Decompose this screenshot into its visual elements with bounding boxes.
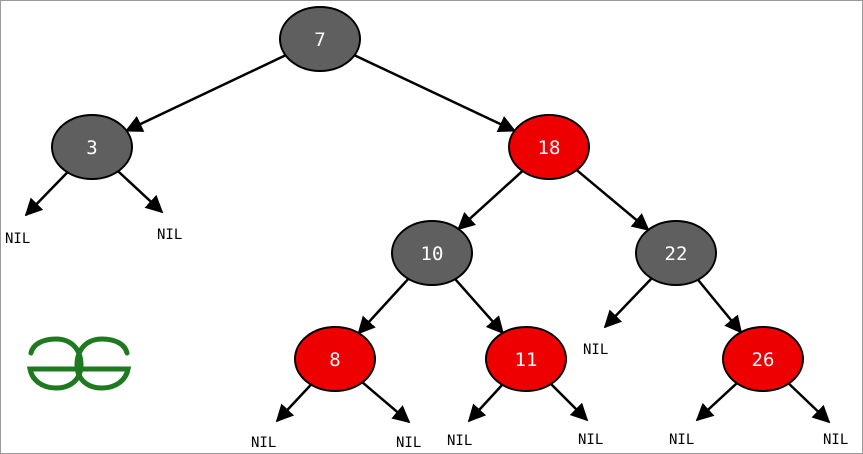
tree-node-3: 3 [51,114,133,180]
nil-leaves: NIL NIL NIL NIL NIL NIL NIL NIL NIL [5,227,848,451]
edge-n8-to-nil-8-right [361,381,411,424]
node-circle-red [485,326,567,392]
nil-3-left: NIL [5,231,30,247]
nil-8-left: NIL [251,435,276,451]
edge-n18-to-n22 [575,169,650,232]
edge-n22-to-nil-22-left [603,277,653,329]
node-key-label: 8 [329,349,340,371]
tree-node-18: 18 [508,114,590,180]
logo-icon [27,336,131,391]
nil-11-right: NIL [578,432,603,448]
edge-n7-to-n3 [124,54,287,132]
nodes: 7 3 18 10 22 8 11 26 [51,6,804,392]
edge-n11-to-nil-11-left [467,383,504,423]
nil-26-right: NIL [823,432,848,448]
tree-node-26: 26 [722,326,804,392]
edge-n3-to-nil-3-right [117,170,164,214]
edge-n26-to-nil-26-left [695,382,738,422]
edge-n11-to-nil-11-right [550,383,589,422]
edge-n8-to-nil-8-left [275,383,312,423]
tree-node-22: 22 [635,220,717,286]
node-key-label: 26 [752,349,775,371]
node-circle-black [279,6,361,72]
nil-3-right: NIL [157,227,182,243]
nil-26-left: NIL [669,432,694,448]
node-key-label: 11 [515,349,538,371]
edge-n22-to-n26 [696,278,743,334]
node-key-label: 7 [314,29,325,51]
node-circle-red [722,326,804,392]
node-circle-red [508,114,590,180]
node-circle-black [51,114,133,180]
edge-n26-to-nil-26-right [787,382,831,424]
edge-n3-to-nil-3-left [24,171,69,217]
node-circle-red [294,326,376,392]
edge-n10-to-n11 [454,278,505,335]
nil-8-right: NIL [396,435,421,451]
tree-node-11: 11 [485,326,567,392]
nil-11-left: NIL [447,433,472,449]
node-circle-black [391,220,473,286]
edges [24,54,831,424]
edge-n7-to-n18 [353,54,517,132]
node-key-label: 18 [538,137,561,159]
node-circle-black [635,220,717,286]
nil-22-left: NIL [583,342,608,358]
geeksforgeeks-logo: GG [27,336,131,391]
node-key-label: 22 [665,243,688,265]
node-key-label: 3 [86,137,97,159]
tree-node-7: 7 [279,6,361,72]
tree-node-8: 8 [294,326,376,392]
tree-node-10: 10 [391,220,473,286]
edge-n18-to-n10 [457,170,524,231]
node-key-label: 10 [421,243,444,265]
edge-n10-to-n8 [357,277,410,335]
